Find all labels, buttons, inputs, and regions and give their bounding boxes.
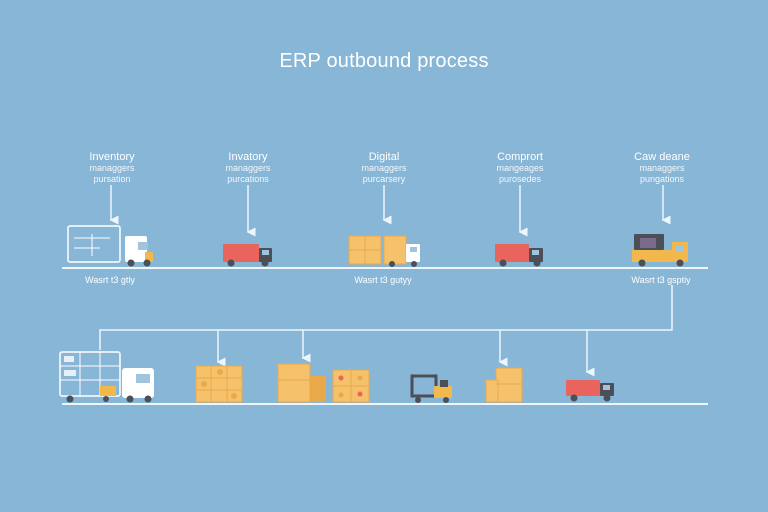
step-label-5: Caw deane managgers pungations xyxy=(612,152,712,185)
step-label-3: Digital managgers purcarsery xyxy=(334,152,434,185)
step-4-sub1: mangeages xyxy=(496,163,544,173)
caption-2: Wasrt t3 gutyy xyxy=(354,275,412,285)
box-stack-icon xyxy=(485,367,523,403)
step-label-2: Invatory managgers purcations xyxy=(198,152,298,185)
step-3-sub2: purcarsery xyxy=(362,174,406,184)
top-arrows xyxy=(109,185,671,237)
step-5-title: Caw deane xyxy=(634,151,690,163)
connector-main xyxy=(99,285,673,350)
step-label-4: Comprort mangeages purosedes xyxy=(470,152,570,185)
connector-lines xyxy=(99,285,673,377)
pallet-boxes-icon xyxy=(195,365,243,403)
stacked-cartons-icon xyxy=(277,363,326,403)
patterned-boxes-icon xyxy=(332,369,370,403)
caption-1: Wasrt t3 gtly xyxy=(85,275,135,285)
diagram-title: ERP outbound process xyxy=(279,50,489,72)
step-4-title: Comprort xyxy=(497,151,543,163)
red-truck-icon-2 xyxy=(495,244,543,267)
step-1-title: Inventory xyxy=(89,151,135,163)
step-2-sub1: managgers xyxy=(225,163,271,173)
step-3-title: Digital xyxy=(368,151,400,163)
red-truck-icon-3 xyxy=(566,380,614,402)
step-label-1: Inventory managgers pursation xyxy=(62,152,162,185)
forklift-icon xyxy=(410,374,452,403)
caption-3: Wasrt t3 gsptiy xyxy=(631,275,691,285)
red-truck-icon xyxy=(223,244,272,267)
step-1-sub2: pursation xyxy=(93,174,131,184)
step-5-sub1: managgers xyxy=(639,163,685,173)
step-5-sub2: pungations xyxy=(639,174,685,184)
step-2-title: Invatory xyxy=(228,151,268,163)
yellow-truck-icon xyxy=(632,234,688,267)
step-3-sub1: managgers xyxy=(361,163,407,173)
step-2-sub2: purcations xyxy=(227,174,269,184)
boxes-truck-icon xyxy=(348,235,420,267)
step-1-sub1: managgers xyxy=(89,163,135,173)
step-4-sub2: purosedes xyxy=(498,174,542,184)
warehouse-rack-truck-icon xyxy=(59,351,154,403)
computer-truck-icon xyxy=(67,225,153,267)
